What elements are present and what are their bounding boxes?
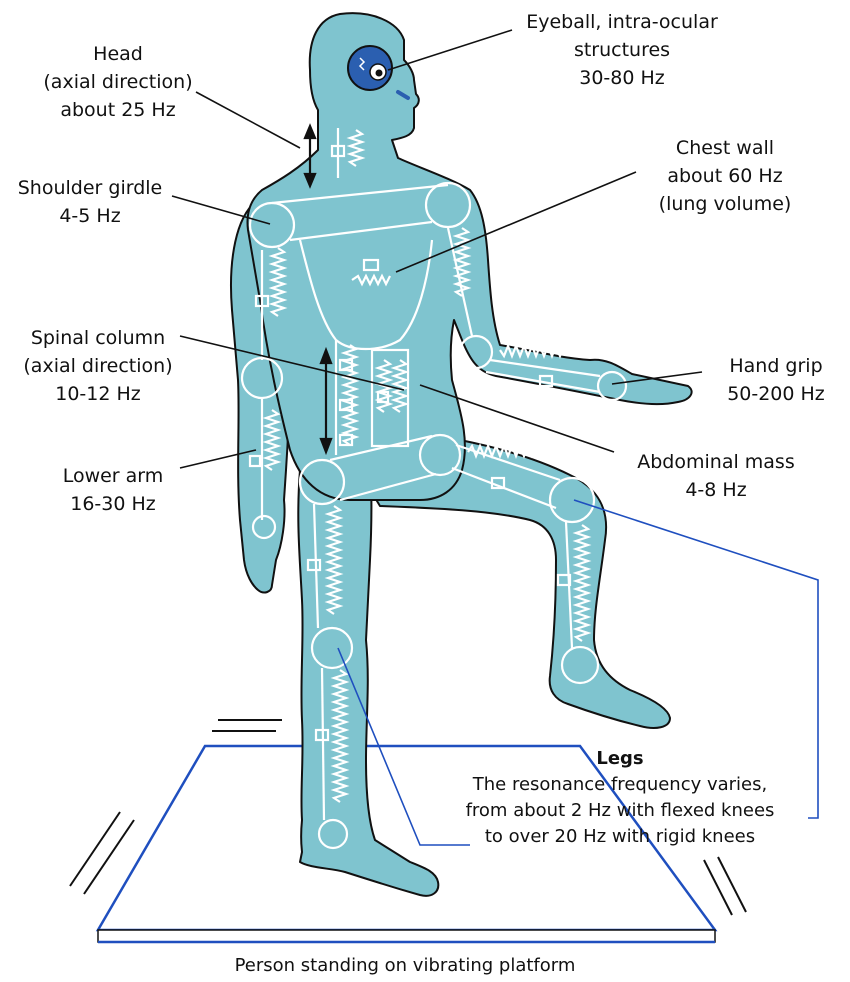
label-legs-title: Legs [596, 748, 644, 769]
label-legs: Legs The resonance frequency varies, fro… [450, 746, 790, 850]
label-eyeball: Eyeball, intra-ocular structures 30-80 H… [492, 8, 752, 92]
label-spine-line3: 10-12 Hz [55, 383, 141, 405]
label-spine-line1: Spinal column [30, 327, 166, 349]
label-hand-grip: Hand grip 50-200 Hz [706, 352, 846, 408]
label-hand-line1: Hand grip [729, 355, 823, 377]
label-chest-wall: Chest wall about 60 Hz (lung volume) [620, 134, 830, 218]
label-head-line1: Head [93, 43, 143, 65]
label-spinal-column: Spinal column (axial direction) 10-12 Hz [0, 324, 196, 408]
label-abdomen-line2: 4-8 Hz [685, 479, 747, 501]
label-chest-line1: Chest wall [675, 137, 775, 159]
leader-lines [171, 29, 703, 469]
label-lower-arm: Lower arm 16-30 Hz [38, 462, 188, 518]
label-lower-arm-line2: 16-30 Hz [70, 493, 156, 515]
label-legs-line3: to over 20 Hz with rigid knees [484, 826, 756, 847]
label-eyeball-line3: 30-80 Hz [579, 67, 665, 89]
legs-callout-lines [337, 499, 819, 846]
label-chest-line3: (lung volume) [658, 193, 792, 215]
label-spine-line2: (axial direction) [23, 355, 173, 377]
label-head-line2: (axial direction) [43, 71, 193, 93]
label-abdomen-line1: Abdominal mass [637, 451, 795, 473]
label-eyeball-line2: structures [573, 39, 671, 61]
label-head: Head (axial direction) about 25 Hz [18, 40, 218, 124]
label-legs-line2: from about 2 Hz with flexed knees [465, 800, 775, 821]
vibrating-platform [69, 719, 747, 944]
label-shoulder-line2: 4-5 Hz [59, 205, 121, 227]
label-hand-line2: 50-200 Hz [727, 383, 825, 405]
axial-arrows [303, 123, 333, 456]
label-head-line3: about 25 Hz [60, 99, 176, 121]
caption: Person standing on vibrating platform [150, 952, 660, 980]
label-shoulder-girdle: Shoulder girdle 4-5 Hz [0, 174, 180, 230]
label-eyeball-line1: Eyeball, intra-ocular [526, 11, 718, 33]
label-legs-line1: The resonance frequency varies, [472, 774, 768, 795]
label-shoulder-line1: Shoulder girdle [17, 177, 163, 199]
mechanical-model [240, 128, 628, 850]
label-chest-line2: about 60 Hz [667, 165, 783, 187]
label-abdominal-mass: Abdominal mass 4-8 Hz [616, 448, 816, 504]
caption-text: Person standing on vibrating platform [234, 955, 576, 976]
label-lower-arm-line1: Lower arm [62, 465, 164, 487]
